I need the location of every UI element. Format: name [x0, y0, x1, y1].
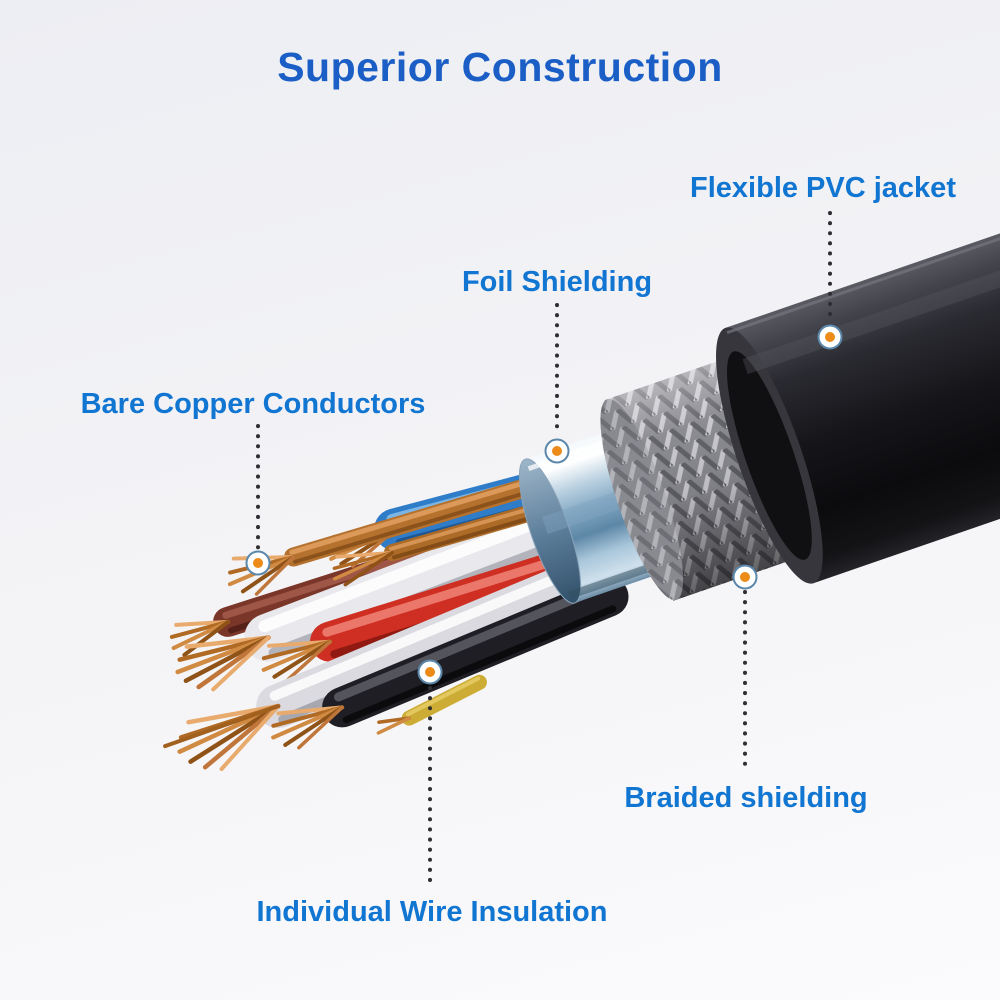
copper-strands	[169, 619, 231, 657]
copper-strands	[175, 635, 271, 692]
marker-bare-copper-conductors	[245, 550, 271, 576]
copper-strands	[271, 705, 345, 750]
marker-pvc-jacket	[817, 324, 843, 350]
wire-yellow	[376, 674, 487, 735]
copper-strands	[261, 639, 333, 682]
copper-strands	[332, 550, 395, 587]
marker-braided-shielding	[732, 564, 758, 590]
wire-black	[271, 576, 629, 750]
callout-label-bare-copper-conductors: Bare Copper Conductors	[80, 388, 426, 420]
pvc-jacket-layer	[716, 86, 1000, 584]
marker-individual-wire-insulation	[417, 659, 443, 685]
callout-label-pvc-jacket: Flexible PVC jacket	[690, 172, 956, 204]
copper-strands	[376, 716, 412, 735]
callout-label-individual-wire-insulation: Individual Wire Insulation	[256, 896, 608, 928]
callout-markers	[245, 324, 843, 685]
copper-strands	[163, 703, 281, 771]
leader-lines	[256, 211, 832, 888]
callout-label-braided-shielding: Braided shielding	[624, 782, 868, 814]
cable-body	[163, 86, 1000, 771]
page-title: Superior Construction	[277, 44, 723, 90]
callout-label-foil-shielding: Foil Shielding	[461, 266, 653, 298]
marker-foil-shielding	[544, 438, 570, 464]
